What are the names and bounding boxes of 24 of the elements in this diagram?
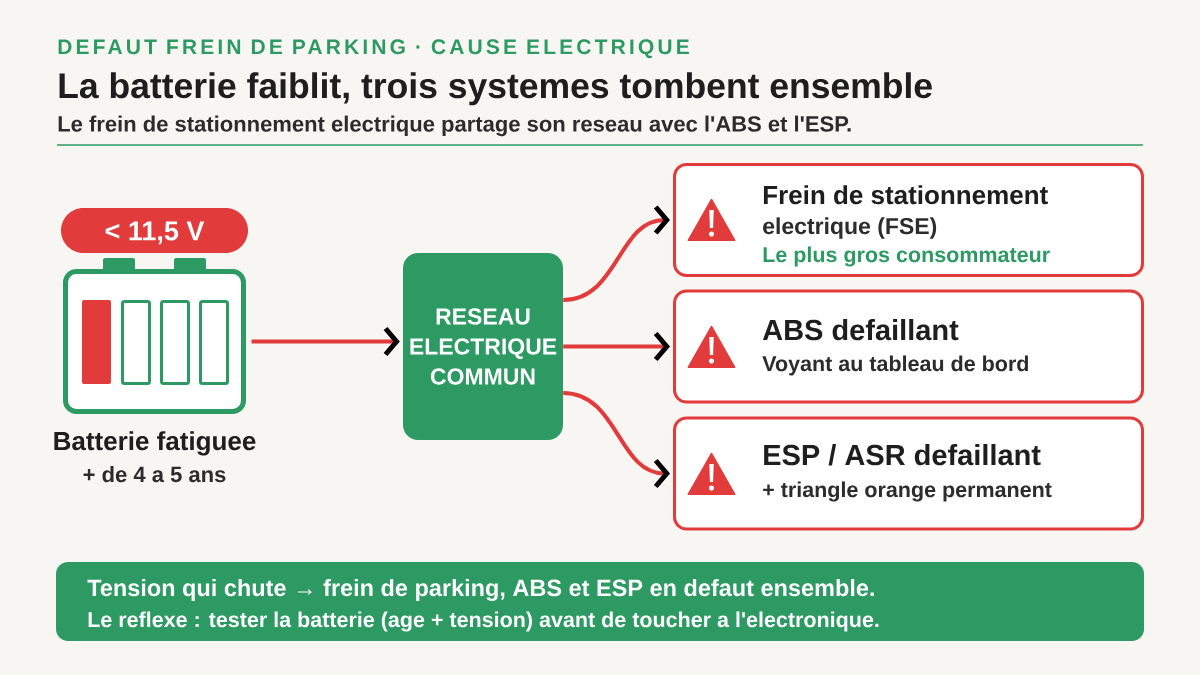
note-text: Tension qui chute → frein de parking, ABS et ESP en defaut ensemble. xyxy=(87,579,874,601)
battery-label: + de 4 a 5 ans xyxy=(83,466,226,483)
arrow xyxy=(562,205,670,302)
arrow xyxy=(562,391,670,489)
battery-label: Batterie fatiguee xyxy=(54,431,256,456)
card-text: Voyant au tableau de bord xyxy=(762,355,1028,376)
kicker: DEFAUT FREIN DE PARKING · CAUSE ELECTRIQUE xyxy=(58,39,689,59)
card-text: electrique (FSE) xyxy=(763,217,937,239)
network-box: RESEAU ELECTRIQUE COMMUN xyxy=(403,253,563,440)
card-text: + triangle orange permanent xyxy=(763,481,1052,502)
card-heading: ESP / ASR defaillant xyxy=(764,444,1041,466)
note-banner xyxy=(56,562,1144,641)
note-text: Le reflexe : tester la batterie (age + tension) avant de toucher a l'electronique. xyxy=(88,611,879,632)
voltage-badge: < 11,5 V xyxy=(61,208,248,253)
alert-card xyxy=(673,416,1144,531)
alert-card xyxy=(673,163,1144,277)
highlight-text: Le plus gros consommateur xyxy=(763,246,1050,267)
alert-card xyxy=(673,289,1144,404)
arrow xyxy=(563,331,670,362)
card-heading: Frein de stationnement xyxy=(763,185,1048,205)
arrow xyxy=(251,326,400,357)
title: La batterie faiblit, trois systemes tombent ensemble xyxy=(59,72,932,106)
card-heading: ABS defaillant xyxy=(762,319,959,341)
subtitle: Le frein de stationnement electrique partage son reseau avec l'ABS et l'ESP. xyxy=(58,115,851,137)
